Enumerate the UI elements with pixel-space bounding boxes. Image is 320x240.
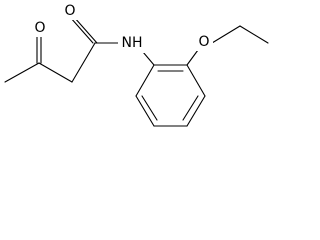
molecule-structure-svg: O O NH O [4,2,269,127]
ring-bond-2 [186,64,206,97]
bond-amide-double-a [69,16,94,44]
ring-bond-6 [135,64,155,97]
ring-inner-double-3 [141,95,158,121]
amide-oxygen-label: O [64,3,75,19]
bond-nitrogen-to-ring [142,51,155,66]
bond-ethyl-to-methyl [239,25,269,44]
ring-inner-double-2 [182,95,199,121]
ring-bond-5 [135,95,155,127]
bond-ring-to-ether-oxygen [186,49,199,66]
structure-diagram: O O NH O [4,2,269,127]
bond-ketone-carbon-to-methylene [38,62,73,83]
label-bg-ketone-oxygen [31,19,49,37]
amide-nitrogen-label: NH [122,35,143,51]
ring-bond-3 [186,95,206,127]
bond-amide-double-b [73,16,98,44]
label-bg-amide-oxygen [61,2,79,20]
ether-oxygen-label: O [198,34,209,50]
bond-methylene-to-amide-carbon [71,42,96,83]
ketone-oxygen-label: O [34,20,45,36]
label-bg-ether-oxygen [195,33,213,51]
bond-ether-oxygen-to-ethyl [211,25,241,44]
label-bg-amide-nitrogen [118,33,146,53]
bond-methyl-to-ketone-carbon [4,62,40,83]
